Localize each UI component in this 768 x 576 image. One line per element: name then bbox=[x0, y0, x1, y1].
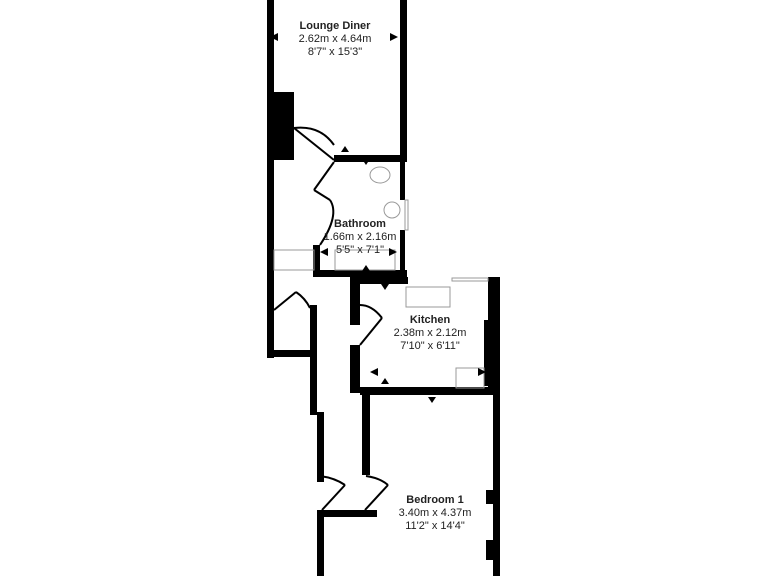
room-label-bedroom-1: Bedroom 1 3.40m x 4.37m 11'2" x 14'4" bbox=[390, 494, 480, 534]
room-imperial: 7'10" x 6'11" bbox=[400, 340, 460, 353]
room-metric: 2.62m x 4.64m bbox=[298, 33, 372, 46]
room-name: Bedroom 1 bbox=[406, 494, 464, 506]
room-metric: 1.66m x 2.16m bbox=[323, 231, 397, 244]
dimension-arrows bbox=[270, 33, 486, 403]
room-imperial: 8'7" x 15'3" bbox=[307, 46, 363, 59]
room-name: Kitchen bbox=[409, 314, 451, 326]
room-metric: 2.38m x 2.12m bbox=[393, 327, 467, 340]
room-metric: 3.40m x 4.37m bbox=[398, 507, 472, 520]
room-imperial: 5'5" x 7'1" bbox=[335, 244, 385, 257]
walls bbox=[267, 0, 500, 576]
room-label-bathroom: Bathroom 1.66m x 2.16m 5'5" x 7'1" bbox=[318, 218, 402, 258]
doors bbox=[273, 126, 389, 511]
room-name: Lounge Diner bbox=[299, 20, 371, 32]
fixtures bbox=[273, 166, 489, 389]
room-imperial: 11'2" x 14'4" bbox=[405, 520, 465, 533]
room-label-kitchen: Kitchen 2.38m x 2.12m 7'10" x 6'11" bbox=[385, 314, 475, 354]
room-label-lounge-diner: Lounge Diner 2.62m x 4.64m 8'7" x 15'3" bbox=[290, 20, 380, 60]
room-name: Bathroom bbox=[334, 218, 386, 230]
